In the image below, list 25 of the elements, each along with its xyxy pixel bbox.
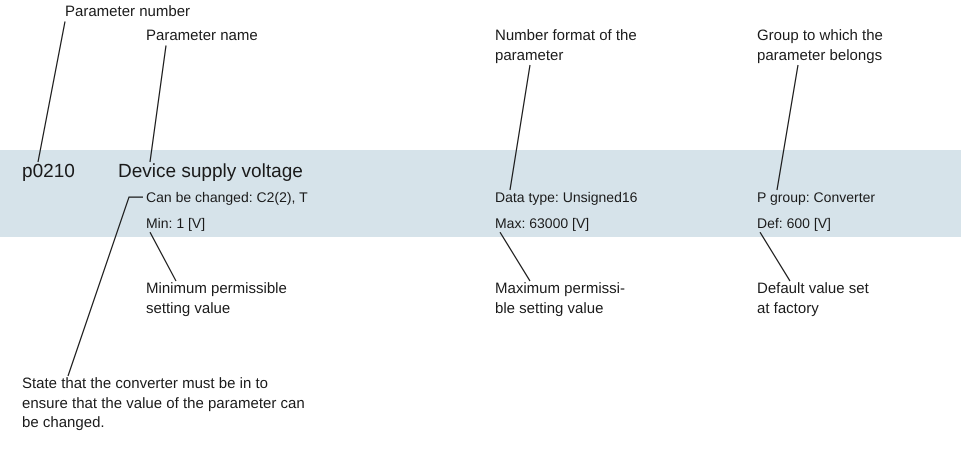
leader-line [37, 21, 66, 162]
callout-text: Group to which the parameter belongs [757, 26, 907, 65]
parameter-field: Def: 600 [V] [757, 214, 831, 232]
callout-text: Maximum permissi-ble setting value [495, 279, 635, 318]
leader-line [67, 196, 143, 376]
parameter-field: Can be changed: C2(2), T [146, 188, 308, 206]
callout-text: Minimum permissible setting value [146, 279, 306, 318]
callout-text: Parameter number [65, 2, 190, 22]
callout-text: State that the converter must be in to ensure that the value of the parameter can be changed. [22, 374, 310, 432]
parameter-title: p0210 [22, 160, 75, 185]
leader-line [776, 64, 799, 190]
callout-text: Number format of the parameter [495, 26, 660, 65]
parameter-field: P group: Converter [757, 188, 876, 206]
callout-text: Parameter name [146, 26, 258, 46]
callout-text: Default value set at factory [757, 279, 882, 318]
parameter-title: Device supply voltage [118, 160, 303, 185]
band-background [0, 150, 961, 237]
leader-line [509, 64, 531, 190]
parameter-field: Max: 63000 [V] [495, 214, 590, 232]
parameter-field: Min: 1 [V] [146, 214, 206, 232]
leader-line [499, 232, 531, 282]
leader-line [149, 232, 177, 282]
leader-line [759, 232, 791, 282]
leader-line [149, 45, 167, 162]
parameter-field: Data type: Unsigned16 [495, 188, 638, 206]
